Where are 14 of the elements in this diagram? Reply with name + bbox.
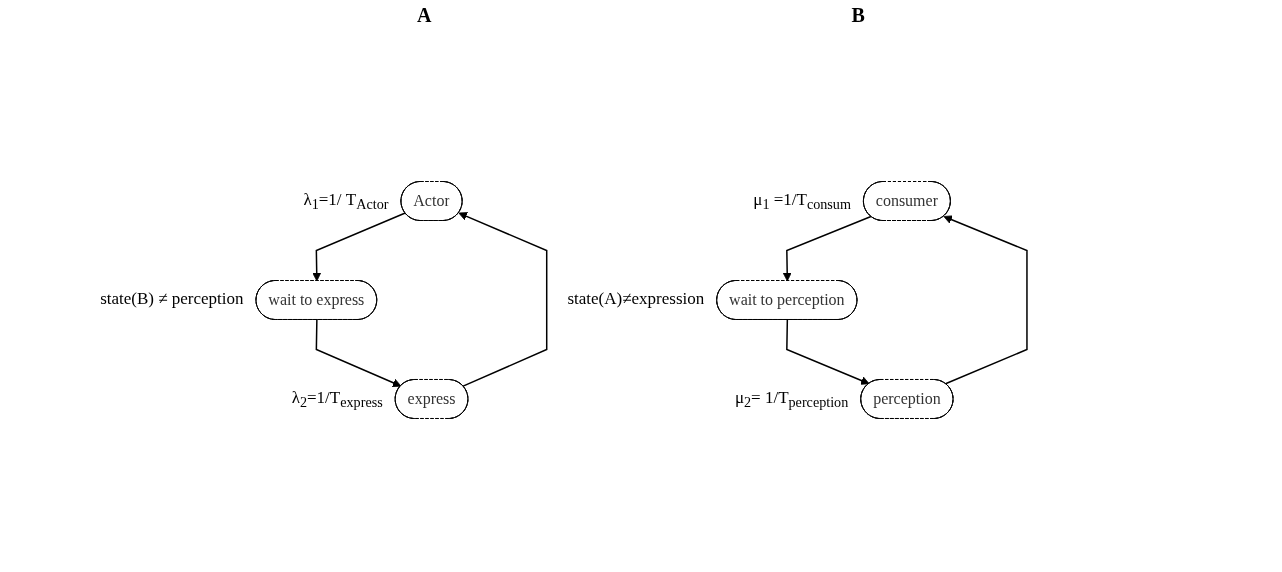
panel-letter: B bbox=[851, 4, 865, 27]
rate-annotation: μ$_{1}$ =1/T$_{consum}$ bbox=[753, 190, 851, 214]
rate-annotation: λ$_{1}$=1/ T$_{Actor}$ bbox=[303, 190, 389, 214]
arrow bbox=[457, 212, 547, 387]
arrow bbox=[315, 319, 401, 388]
arrow bbox=[782, 215, 872, 282]
arrow bbox=[785, 319, 870, 385]
rate-annotation: μ$_{2}$= 1/T$_{perception}$ bbox=[734, 388, 849, 412]
rate-annotation: state(A)≠expression bbox=[567, 289, 705, 309]
panel-letter: A bbox=[417, 4, 432, 27]
rate-annotation: state(B) ≠ perception bbox=[100, 289, 244, 309]
arrow bbox=[942, 215, 1028, 385]
rate-annotation: λ$_{2}$=1/T$_{express}$ bbox=[291, 388, 383, 412]
arrow bbox=[311, 212, 406, 282]
